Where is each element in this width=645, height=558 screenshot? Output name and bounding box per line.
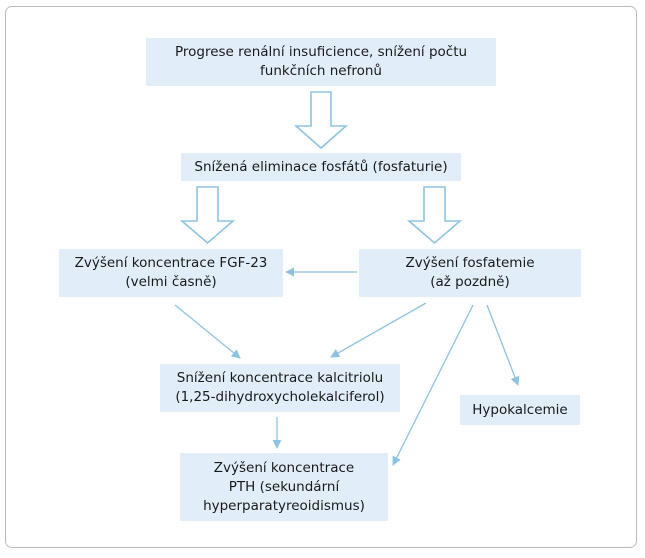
arrow-fosfatemie-to-hypokalcemie [486, 304, 520, 386]
block-arrow-eliminace-to-fgf23 [179, 186, 236, 245]
block-arrow-eliminace-to-fosfatemie [406, 186, 463, 245]
arrow-fgf23-to-kalcitriol [174, 304, 241, 359]
node-progrese: Progrese renální insuficience, snížení p… [146, 38, 496, 86]
node-hypokalcemie: Hypokalcemie [460, 395, 580, 425]
node-fosfatemie: Zvýšení fosfatemie (až pozdně) [359, 249, 581, 297]
arrow-fosfatemie-to-pth [392, 304, 474, 466]
arrow-fosfatemie-to-kalcitriol [330, 302, 427, 358]
node-pth: Zvýšení koncentrace PTH (sekundární hype… [180, 453, 388, 521]
node-kalcitriol: Snížení koncentrace kalcitriolu (1,25-di… [160, 364, 400, 412]
node-eliminace: Snížená eliminace fosfátů (fosfaturie) [181, 153, 461, 181]
node-fgf23: Zvýšení koncentrace FGF-23 (velmi časně) [59, 249, 283, 297]
block-arrow-progrese-to-eliminace [293, 91, 349, 150]
